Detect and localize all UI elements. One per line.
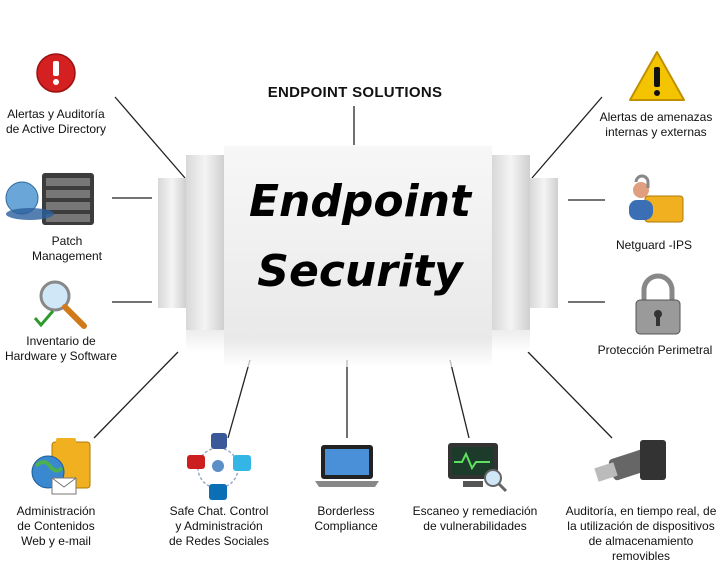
alert-circle-icon (36, 53, 76, 93)
panel-stack (158, 146, 558, 367)
header-label: ENDPOINT SOLUTIONS (267, 84, 443, 101)
label-escaneo: Escaneo y remediación de vulnerabilidade… (412, 504, 538, 533)
users-folder-icon (629, 174, 684, 223)
usb-drive-icon (594, 440, 666, 482)
label-alertas-ad: Alertas y Auditoría de Active Directory (5, 107, 107, 136)
label-proteccion: Protección Perimetral (597, 343, 713, 357)
label-patch: Patch Management (31, 234, 103, 263)
laptop-icon (315, 445, 379, 487)
center-title-line2: Security (257, 246, 463, 297)
label-netguard: Netguard -IPS (615, 238, 693, 252)
connector-lines (93, 96, 613, 439)
label-admin-contenidos: Administración de Contenidos Web y e-mai… (16, 504, 96, 548)
label-alertas-amenazas: Alertas de amenazas internas y externas (599, 110, 713, 139)
label-auditoria: Auditoría, en tiempo real, de la utiliza… (565, 504, 717, 563)
padlock-icon (635, 273, 681, 335)
globe-folder-icon (31, 438, 91, 495)
label-borderless: Borderless Compliance (314, 504, 378, 533)
magnifier-check-icon (33, 280, 87, 329)
center-title-line1: Endpoint (248, 176, 472, 227)
scan-monitor-icon (448, 443, 508, 493)
social-network-icon (187, 433, 251, 500)
label-safe-chat: Safe Chat. Control y Administración de R… (168, 504, 270, 548)
label-inventario: Inventario de Hardware y Software (4, 334, 118, 363)
server-icon (5, 173, 94, 225)
warning-triangle-icon (629, 51, 685, 101)
